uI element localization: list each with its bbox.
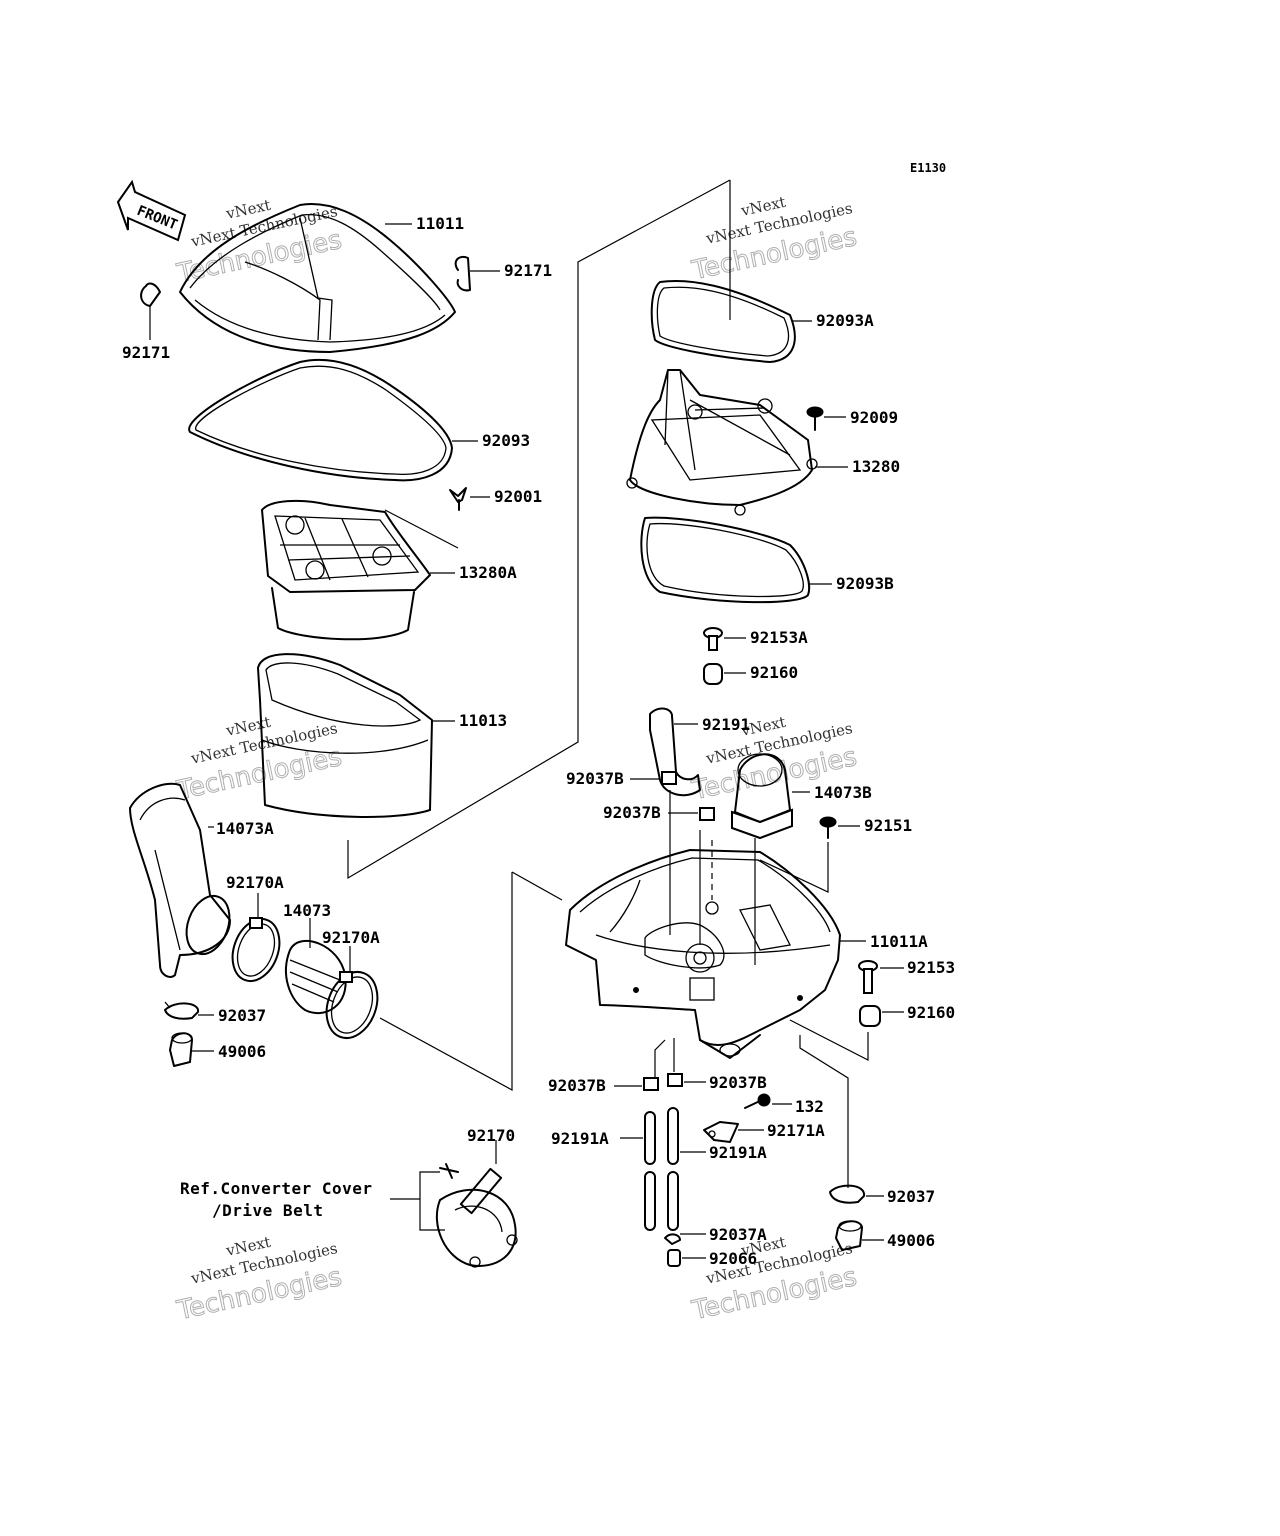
label-92191A-left: 92191A: [551, 1129, 609, 1148]
assembly-bracket-lines: [347, 179, 731, 1092]
part-92037A-clip-icon: 92037A: [664, 1225, 767, 1245]
part-92037B-clamp-2-icon: 92037B: [603, 803, 715, 822]
label-92037A: 92037A: [709, 1225, 767, 1244]
part-92171-clip-right-icon: 92171: [454, 256, 552, 292]
part-13280A-filter-holder-icon: 13280A: [261, 499, 517, 641]
part-92037B-clamp-1-icon: 92037B: [566, 769, 677, 788]
label-92037B-1: 92037B: [566, 769, 624, 788]
part-92170A-clamp-left-icon: 92170A: [226, 873, 284, 982]
label-92093B: 92093B: [836, 574, 894, 593]
label-11011A: 11011A: [870, 932, 928, 951]
part-92160-grommet-right-icon: 92160: [789, 1003, 955, 1061]
ref-note-line1: Ref.Converter Cover: [180, 1179, 373, 1198]
part-92191A-tube-left-icon: 92191A: [551, 1111, 656, 1231]
part-92037-clamp-left-icon: 92037: [164, 1001, 266, 1025]
label-13280A: 13280A: [459, 563, 517, 582]
part-11011-cover-icon: 11011: [179, 203, 464, 353]
part-92037-clamp-right-icon: 92037: [829, 1184, 935, 1206]
label-92037-left: 92037: [218, 1006, 266, 1025]
label-49006-right: 49006: [887, 1231, 935, 1250]
label-92160-top: 92160: [750, 663, 798, 682]
label-132: 132: [795, 1097, 824, 1116]
label-92153A: 92153A: [750, 628, 808, 647]
part-49006-cap-left-icon: 49006: [169, 1032, 266, 1067]
part-14073-joint-icon: 14073: [283, 901, 347, 1015]
label-14073A: 14073A: [216, 819, 274, 838]
label-92037B-3: 92037B: [548, 1076, 606, 1095]
part-92171-clip-left-icon: 92171: [122, 282, 170, 362]
label-92171-right: 92171: [504, 261, 552, 280]
part-92093B-gasket-icon: 92093B: [640, 516, 894, 604]
part-92037B-clamp-4-icon: 92037B: [667, 1073, 767, 1092]
part-92160-grommet-top-icon: 92160: [703, 663, 798, 685]
label-13280: 13280: [852, 457, 900, 476]
label-92160-right: 92160: [907, 1003, 955, 1022]
part-92093-gasket-icon: 92093: [188, 358, 530, 482]
label-92153: 92153: [907, 958, 955, 977]
label-92001: 92001: [494, 487, 542, 506]
label-11011: 11011: [416, 214, 464, 233]
part-132-bolt-icon: 132: [744, 1093, 824, 1116]
ref-note-line2: /Drive Belt: [212, 1201, 323, 1220]
front-arrow-icon: FRONT: [116, 179, 187, 242]
watermark-mid-left: vNext vNext Technologies Technologies: [173, 713, 345, 807]
label-92009: 92009: [850, 408, 898, 427]
diagram-code: E1130: [910, 161, 946, 175]
label-92170: 92170: [467, 1126, 515, 1145]
watermark-bottom-right: vNext vNext Technologies Technologies: [688, 1233, 860, 1327]
label-92037-right: 92037: [887, 1187, 935, 1206]
label-92171A: 92171A: [767, 1121, 825, 1140]
label-92093: 92093: [482, 431, 530, 450]
label-11013: 11013: [459, 711, 507, 730]
part-14073A-intake-duct-icon: 14073A: [129, 782, 274, 978]
part-92170A-clamp-right-icon: 92170A: [322, 928, 380, 1039]
part-92093A-gasket-icon: 92093A: [650, 279, 874, 363]
label-92151: 92151: [864, 816, 912, 835]
label-14073B: 14073B: [814, 783, 872, 802]
label-92170A-right: 92170A: [322, 928, 380, 947]
part-92151-bolt-icon: 92151: [759, 816, 912, 893]
watermark-bottom-left: vNext vNext Technologies Technologies: [173, 1233, 345, 1327]
part-92001-wing-bolt-icon: 92001: [384, 487, 542, 549]
watermark-top-right: vNext vNext Technologies Technologies: [688, 193, 860, 287]
assembly-lead-lines-right: [669, 790, 756, 965]
part-49006-cap-right-icon: 49006: [835, 1220, 935, 1251]
part-92191A-tube-right-icon: 92191A: [667, 1107, 767, 1231]
label-92037B-4: 92037B: [709, 1073, 767, 1092]
label-92170A-left: 92170A: [226, 873, 284, 892]
part-14073B-joint-icon: 14073B: [731, 753, 872, 840]
part-92066-plug-icon: 92066: [667, 1249, 757, 1268]
label-92037B-2: 92037B: [603, 803, 661, 822]
lower-drain-lead-lines: [654, 1035, 849, 1188]
label-49006-left: 49006: [218, 1042, 266, 1061]
part-11011A-lower-case-icon: 11011A: [565, 849, 928, 1059]
part-92171A-bracket-icon: 92171A: [703, 1121, 825, 1143]
label-92093A: 92093A: [816, 311, 874, 330]
part-92009-bolt-icon: 92009: [806, 406, 898, 431]
label-92191A-right: 92191A: [709, 1143, 767, 1162]
label-92191: 92191: [702, 715, 750, 734]
part-92191-hose-icon: 92191: [649, 707, 750, 797]
part-92153A-bolt-icon: 92153A: [703, 627, 808, 651]
label-92066: 92066: [709, 1249, 757, 1268]
part-92037B-clamp-3-icon: 92037B: [548, 1076, 659, 1095]
part-13280-holder-icon: 13280: [626, 369, 900, 516]
part-92153-bolt-icon: 92153: [858, 958, 955, 994]
label-92171-left: 92171: [122, 343, 170, 362]
part-11013-filter-element-icon: 11013: [257, 653, 507, 818]
ref-converter-cover-icon: 92170 Ref.Converter Cover /Drive Belt: [180, 1126, 518, 1268]
label-14073: 14073: [283, 901, 331, 920]
